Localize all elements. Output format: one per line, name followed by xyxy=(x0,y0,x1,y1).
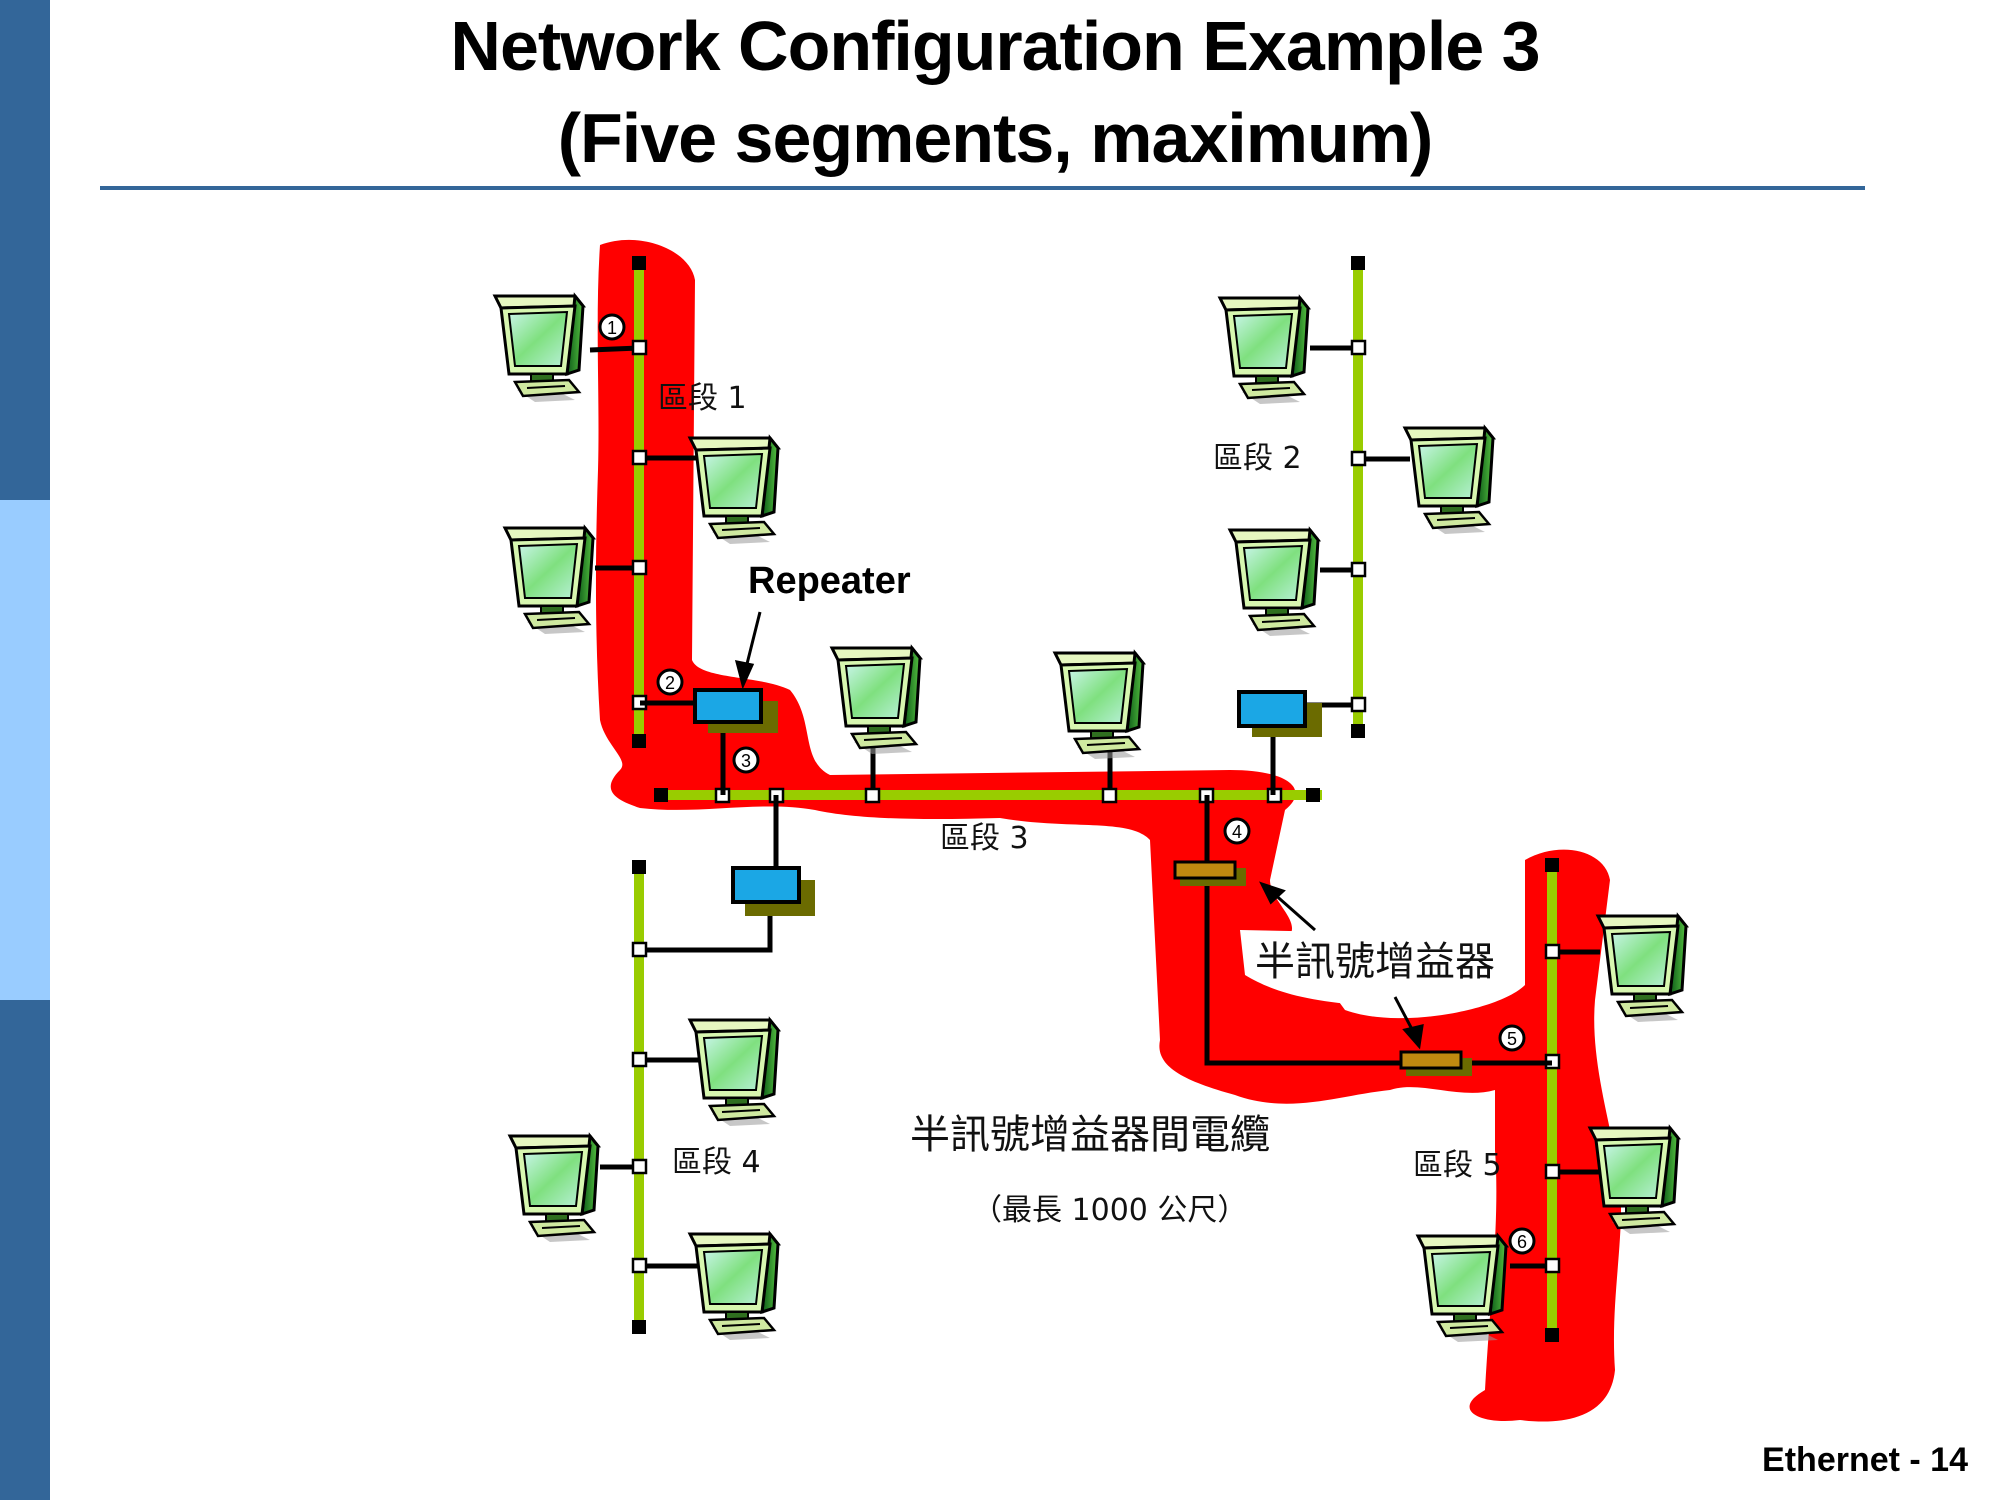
transceiver-tap xyxy=(631,449,648,466)
repeater-box xyxy=(1237,690,1307,728)
segment-4: 區段 4 xyxy=(508,860,780,1342)
segment-3-label: 區段 3 xyxy=(940,821,1029,856)
workstation-icon xyxy=(503,526,595,636)
inter-repeater-link xyxy=(1173,795,1552,1076)
workstation-icon xyxy=(688,1232,780,1342)
arrowhead-icon xyxy=(734,660,755,690)
slide-title: Network Configuration Example 3 (Five se… xyxy=(90,0,1900,184)
svg-text:6: 6 xyxy=(1517,1232,1527,1252)
segment-2-cable xyxy=(1353,262,1363,732)
transceiver-tap xyxy=(1544,1163,1561,1180)
transceiver-tap xyxy=(1101,787,1118,804)
repeater-3 xyxy=(1237,690,1322,795)
arrows xyxy=(734,611,1424,1050)
transceiver-tap xyxy=(631,1158,648,1175)
repeater-2 xyxy=(731,795,815,916)
sidebar-band-middle xyxy=(0,500,50,1000)
segment-1: 區段 1 xyxy=(493,256,780,748)
repeater-label: Repeater xyxy=(748,560,911,602)
transceiver-tap xyxy=(1350,450,1367,467)
terminator xyxy=(1306,788,1320,802)
workstation-icon xyxy=(1228,528,1320,638)
segment-5: 區段 5 xyxy=(1413,858,1688,1344)
segment-5-label: 區段 5 xyxy=(1413,1148,1502,1183)
segment-4-label: 區段 4 xyxy=(672,1145,761,1180)
transceiver-tap xyxy=(1544,1257,1561,1274)
segment-4-cable xyxy=(634,866,644,1326)
segment-2: 區段 2 xyxy=(1213,256,1495,738)
inter-link-label: 半訊號增益器間電纜 xyxy=(910,1112,1270,1158)
inter-link-note: （最長 1000 公尺） xyxy=(972,1193,1247,1228)
workstation-icon xyxy=(1596,914,1688,1024)
slide-footer: Ethernet - 14 xyxy=(1762,1441,1968,1479)
sidebar-band-top xyxy=(0,0,50,500)
svg-text:4: 4 xyxy=(1232,822,1242,842)
title-line-1: Network Configuration Example 3 xyxy=(450,7,1540,85)
highlight-notch xyxy=(1240,930,1490,1005)
terminator xyxy=(632,1320,646,1334)
workstation-icon xyxy=(830,646,922,756)
transceiver-tap xyxy=(631,1257,648,1274)
terminator xyxy=(632,256,646,270)
workstation-icon xyxy=(493,294,585,404)
badge-4: 4 xyxy=(1223,817,1251,845)
terminator xyxy=(632,734,646,748)
arrowhead-icon xyxy=(1259,881,1286,905)
workstation-icon xyxy=(508,1134,600,1244)
workstation-icon xyxy=(1218,296,1310,406)
workstation-icon xyxy=(688,436,780,546)
transceiver-tap xyxy=(1350,561,1367,578)
svg-text:1: 1 xyxy=(607,318,617,338)
terminator xyxy=(632,860,646,874)
segment-1-label: 區段 1 xyxy=(658,381,747,416)
svg-text:2: 2 xyxy=(665,673,675,693)
transceiver-tap xyxy=(864,787,881,804)
transceiver-tap xyxy=(631,1051,648,1068)
transceiver-tap xyxy=(1544,943,1561,960)
segment-1-cable xyxy=(634,262,644,742)
badge-2: 2 xyxy=(656,668,684,696)
half-repeater-2 xyxy=(1399,1050,1463,1070)
title-line-2: (Five segments, maximum) xyxy=(557,99,1434,177)
highlight-path xyxy=(595,239,1622,1422)
workstation-icon xyxy=(688,1018,780,1128)
repeater-1 xyxy=(640,688,778,795)
segment-3: 區段 3 xyxy=(654,646,1322,856)
svg-text:3: 3 xyxy=(741,751,751,771)
workstation-icon xyxy=(1053,651,1145,761)
sidebar-decoration xyxy=(0,0,50,1500)
badge-5: 5 xyxy=(1498,1024,1526,1052)
workstation-icon xyxy=(1403,426,1495,536)
half-repeater-arrow-1 xyxy=(1271,890,1316,932)
transceiver-tap xyxy=(1350,696,1367,713)
workstation-icon xyxy=(1416,1234,1508,1344)
terminator xyxy=(1545,858,1559,872)
badge-3: 3 xyxy=(732,746,760,774)
transceiver-tap xyxy=(1350,339,1367,356)
half-repeater-1 xyxy=(1173,860,1237,880)
sidebar-band-bottom xyxy=(0,1000,50,1500)
repeater-box xyxy=(731,866,801,904)
transceiver-tap xyxy=(631,559,648,576)
terminator xyxy=(1351,256,1365,270)
transceiver-tap xyxy=(631,941,648,958)
half-repeater-label: 半訊號增益器 xyxy=(1255,939,1495,985)
terminator xyxy=(1351,724,1365,738)
segment-5-cable xyxy=(1547,865,1557,1335)
badge-1: 1 xyxy=(598,313,626,341)
segment-2-label: 區段 2 xyxy=(1213,441,1302,476)
repeater-arrow xyxy=(743,611,762,673)
repeater-box xyxy=(693,688,763,724)
terminator xyxy=(1545,1328,1559,1342)
segment-3-cable xyxy=(660,790,1322,800)
svg-text:5: 5 xyxy=(1507,1029,1517,1049)
transceiver-tap xyxy=(631,339,648,356)
terminator xyxy=(654,788,668,802)
badge-6: 6 xyxy=(1508,1227,1536,1255)
arrowhead-icon xyxy=(1402,1024,1424,1050)
title-underline xyxy=(100,186,1865,190)
